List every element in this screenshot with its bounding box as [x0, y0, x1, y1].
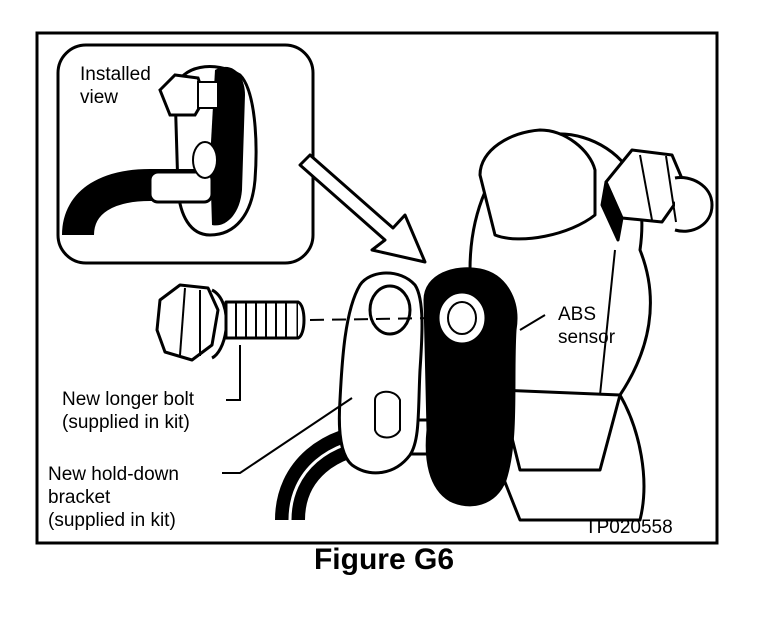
steering-knuckle: [468, 128, 652, 522]
figure-code: TP020558: [585, 517, 673, 538]
figure-caption: Figure G6: [313, 543, 455, 576]
bracket-hole: [368, 284, 412, 336]
installed-view-inset: [56, 43, 315, 265]
abs-sensor-label: ABS sensor: [558, 304, 616, 348]
inset-label: Installed view: [80, 64, 151, 108]
bracket-label: New hold-down bracket (supplied in kit): [48, 464, 179, 531]
hex-nut: [600, 148, 714, 242]
new-longer-bolt: [155, 283, 306, 362]
bolt-label: New longer bolt (supplied in kit): [62, 389, 195, 433]
callout-arrow: [298, 153, 427, 264]
leader-lines: [222, 314, 546, 474]
